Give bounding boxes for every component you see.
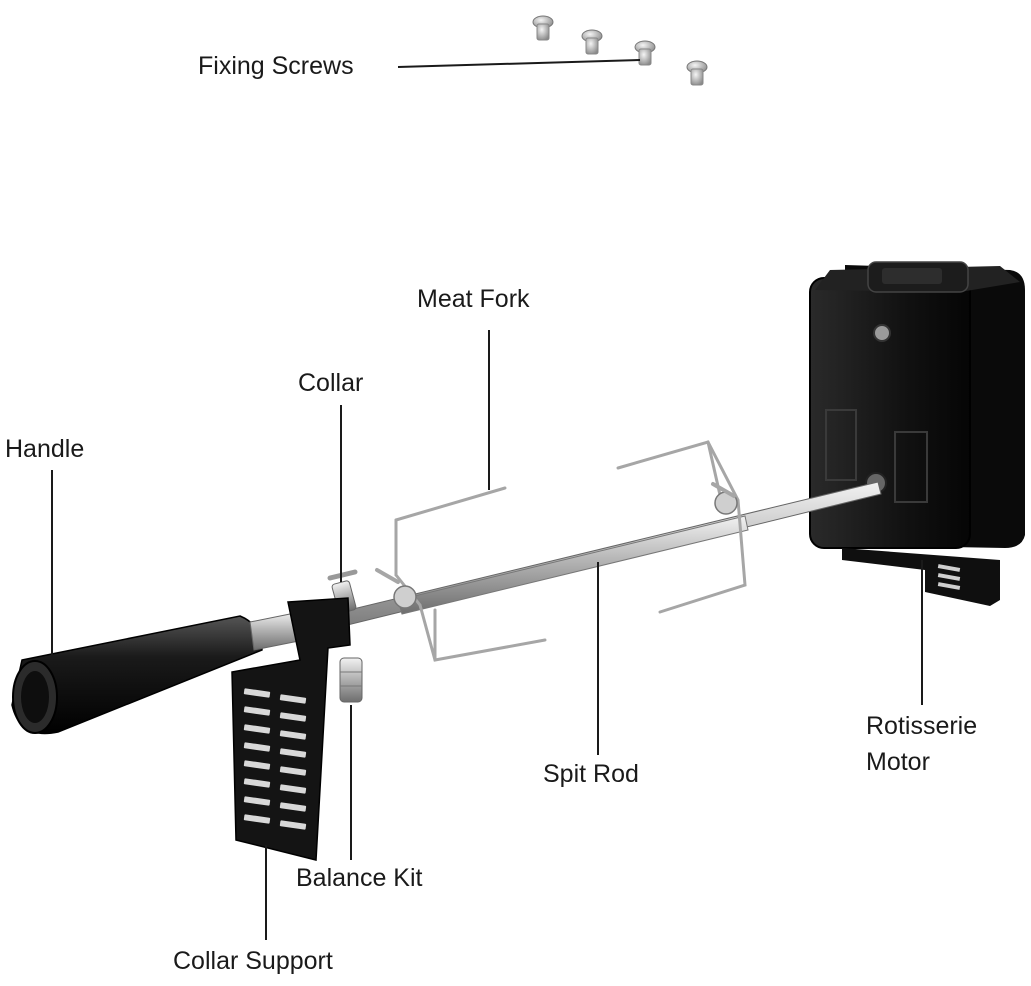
balance-kit xyxy=(339,657,363,703)
screw xyxy=(581,29,603,55)
screw xyxy=(686,60,708,86)
label-rotisserie-motor: Rotisserie Motor xyxy=(866,708,977,781)
fixing-screws xyxy=(532,15,708,86)
meat-forks xyxy=(375,440,747,662)
label-rotisserie-motor-line2: Motor xyxy=(866,748,930,777)
label-collar-support: Collar Support xyxy=(173,947,333,975)
handle xyxy=(11,611,305,735)
leader-fixing-screws xyxy=(397,59,641,68)
leader-lines xyxy=(51,59,923,940)
label-balance-kit: Balance Kit xyxy=(296,864,423,892)
label-handle: Handle xyxy=(5,435,85,463)
screw xyxy=(532,15,554,41)
label-spit-rod: Spit Rod xyxy=(543,760,639,788)
label-rotisserie-motor-line1: Rotisserie xyxy=(866,712,978,740)
rotisserie-motor xyxy=(809,261,1025,606)
label-meat-fork: Meat Fork xyxy=(417,285,530,313)
label-collar: Collar xyxy=(298,369,364,397)
spit-rod xyxy=(257,481,882,647)
collar-support xyxy=(231,597,351,861)
label-fixing-screws: Fixing Screws xyxy=(198,52,354,80)
screw xyxy=(634,40,656,66)
